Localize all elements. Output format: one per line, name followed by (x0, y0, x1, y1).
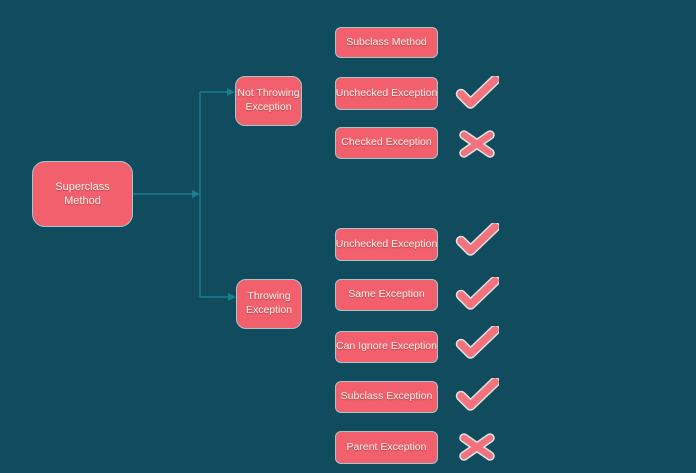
node-label: Parent Exception (346, 440, 427, 453)
node-label: Unchecked Exception (335, 86, 438, 99)
arrowhead-junction (192, 190, 200, 198)
node-throwing-exception: Throwing Exception (236, 279, 302, 329)
node-unchecked-exception-1: Unchecked Exception (335, 77, 438, 110)
check-icon (455, 223, 499, 256)
check-icon (455, 378, 499, 411)
node-unchecked-exception-2: Unchecked Exception (335, 228, 438, 261)
node-label: Checked Exception (341, 136, 432, 149)
node-label: Subclass Exception (340, 390, 433, 403)
node-can-ignore-exception: Can Ignore Exception (335, 331, 438, 363)
node-same-exception: Same Exception (335, 279, 438, 311)
node-label: Throwing Exception (245, 290, 293, 316)
cross-icon (459, 433, 495, 461)
node-label: Unchecked Exception (335, 237, 438, 250)
node-superclass-method: Superclass Method (32, 161, 133, 227)
node-label: Can Ignore Exception (336, 340, 437, 353)
node-parent-exception: Parent Exception (335, 431, 438, 464)
node-not-throwing-exception: Not Throwing Exception (235, 76, 302, 126)
node-label: Subclass Method (346, 35, 427, 48)
check-icon (455, 277, 499, 310)
arrowhead-throwing (228, 293, 236, 301)
check-icon (455, 326, 499, 359)
cross-icon (459, 130, 495, 158)
node-subclass-exception: Subclass Exception (335, 381, 438, 413)
arrowhead-not-throwing (227, 88, 235, 96)
check-icon (455, 76, 499, 109)
node-label: Superclass Method (55, 180, 110, 207)
node-subclass-method: Subclass Method (335, 27, 438, 58)
node-label: Not Throwing Exception (237, 87, 300, 113)
node-checked-exception: Checked Exception (335, 127, 438, 159)
node-label: Same Exception (348, 288, 425, 301)
